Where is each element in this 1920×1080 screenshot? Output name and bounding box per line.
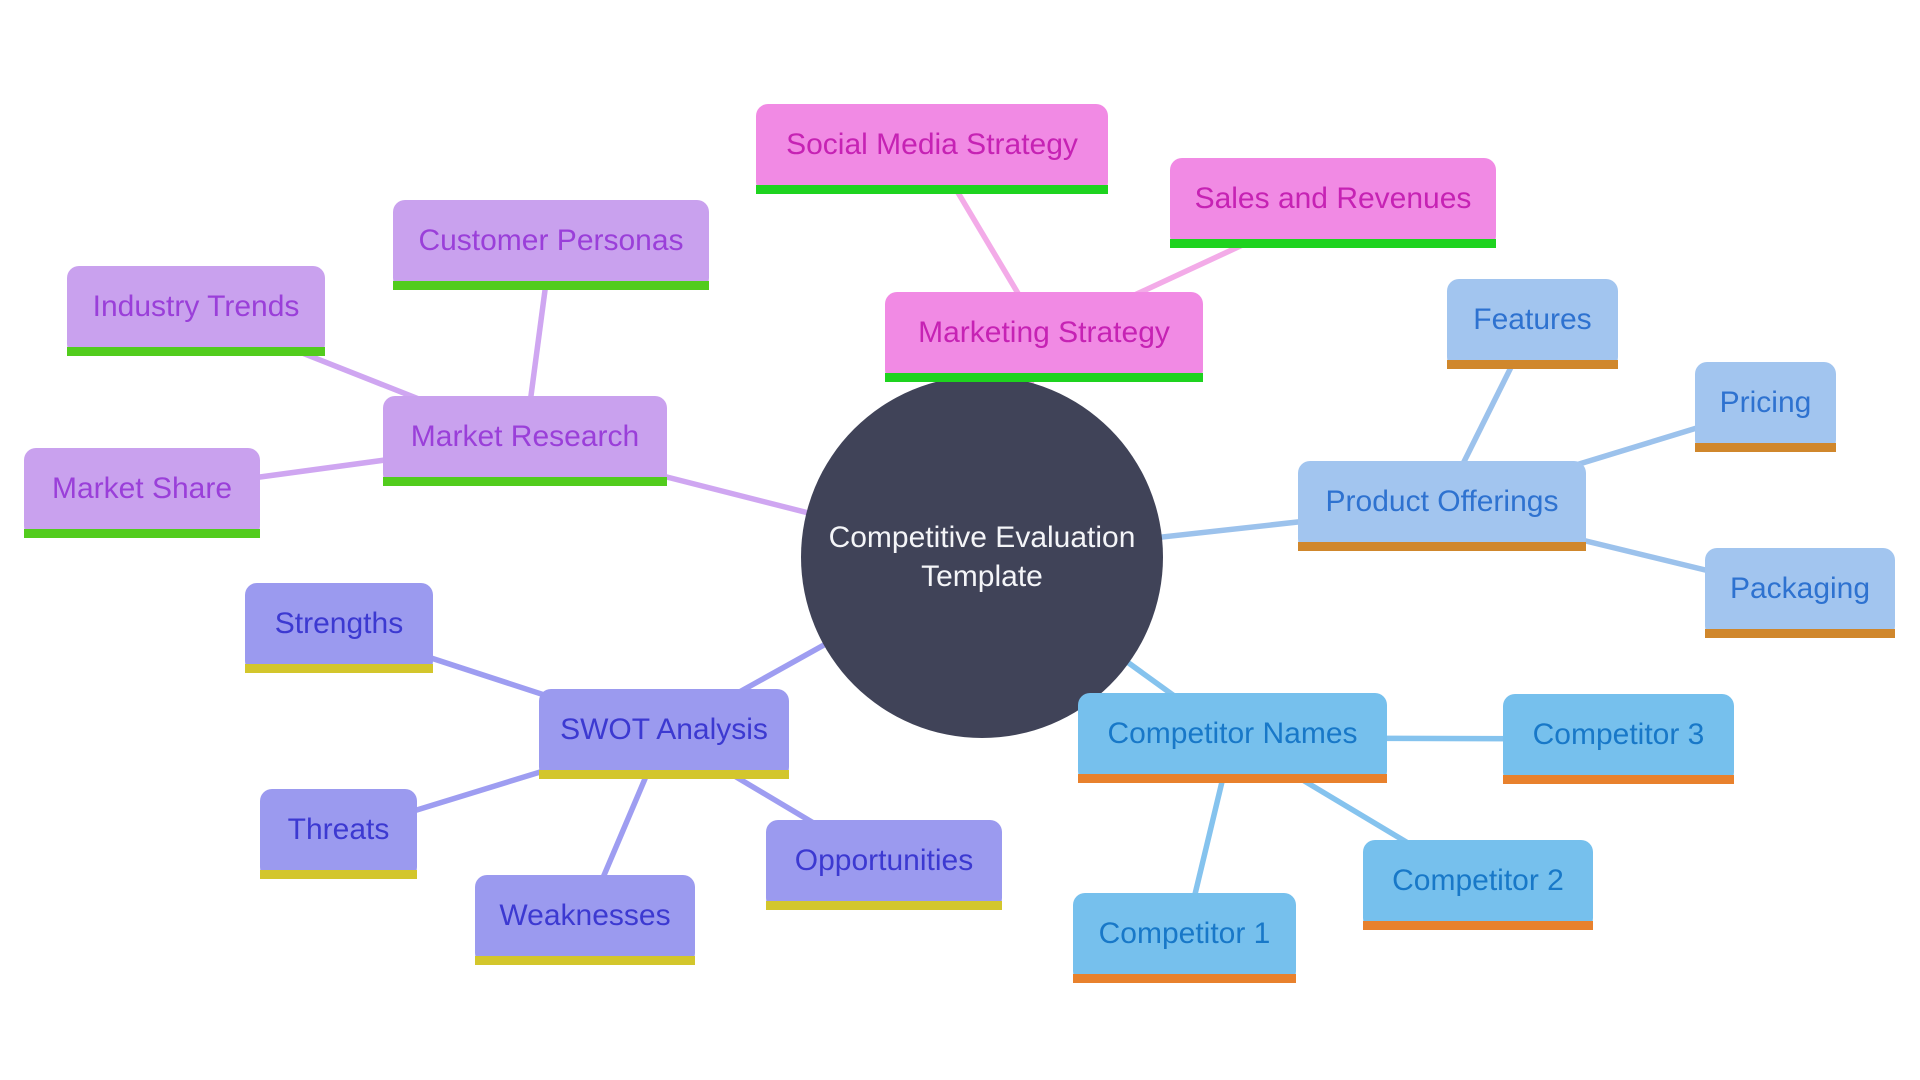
- node-label: Features: [1473, 302, 1592, 336]
- node-label: Competitor Names: [1107, 716, 1358, 750]
- node-underline: [766, 901, 1002, 910]
- center-node-label: Competitive Evaluation Template: [828, 521, 1136, 593]
- node-competitor-1[interactable]: Competitor 1: [1073, 893, 1296, 983]
- node-underline: [1447, 360, 1618, 369]
- node-customer-personas[interactable]: Customer Personas: [393, 200, 709, 290]
- node-underline: [756, 185, 1108, 194]
- node-underline: [24, 529, 260, 538]
- node-competitor-3[interactable]: Competitor 3: [1503, 694, 1734, 784]
- node-label: Competitor 2: [1392, 863, 1564, 897]
- node-competitor-2[interactable]: Competitor 2: [1363, 840, 1593, 930]
- node-packaging[interactable]: Packaging: [1705, 548, 1895, 638]
- node-marketing-strategy[interactable]: Marketing Strategy: [885, 292, 1203, 382]
- node-underline: [539, 770, 789, 779]
- node-underline: [1695, 443, 1836, 452]
- node-underline: [885, 373, 1203, 382]
- node-label: Product Offerings: [1325, 484, 1559, 518]
- node-market-share[interactable]: Market Share: [24, 448, 260, 538]
- node-market-research[interactable]: Market Research: [383, 396, 667, 486]
- node-underline: [1503, 775, 1734, 784]
- node-center-root[interactable]: Competitive Evaluation Template: [801, 376, 1163, 738]
- node-underline: [475, 956, 695, 965]
- node-underline: [1078, 774, 1387, 783]
- node-underline: [260, 870, 417, 879]
- node-underline: [67, 347, 325, 356]
- node-label: Industry Trends: [92, 289, 300, 323]
- node-industry-trends[interactable]: Industry Trends: [67, 266, 325, 356]
- node-label: Sales and Revenues: [1194, 181, 1472, 215]
- node-threats[interactable]: Threats: [260, 789, 417, 879]
- node-label: Market Share: [51, 471, 233, 505]
- node-weaknesses[interactable]: Weaknesses: [475, 875, 695, 965]
- node-underline: [1073, 974, 1296, 983]
- node-features[interactable]: Features: [1447, 279, 1618, 369]
- node-sales-and-revenues[interactable]: Sales and Revenues: [1170, 158, 1496, 248]
- node-label: Pricing: [1719, 385, 1812, 419]
- node-underline: [1705, 629, 1895, 638]
- node-strengths[interactable]: Strengths: [245, 583, 433, 673]
- node-pricing[interactable]: Pricing: [1695, 362, 1836, 452]
- node-underline: [245, 664, 433, 673]
- node-label: Market Research: [410, 419, 640, 453]
- node-opportunities[interactable]: Opportunities: [766, 820, 1002, 910]
- node-label: Competitor 3: [1532, 717, 1705, 751]
- node-underline: [393, 281, 709, 290]
- node-underline: [1170, 239, 1496, 248]
- node-underline: [1363, 921, 1593, 930]
- node-label: Weaknesses: [499, 898, 671, 932]
- node-label: Social Media Strategy: [786, 127, 1078, 161]
- node-product-offerings[interactable]: Product Offerings: [1298, 461, 1586, 551]
- node-label: Competitor 1: [1098, 916, 1271, 950]
- node-label: Opportunities: [794, 843, 974, 877]
- node-social-media-strategy[interactable]: Social Media Strategy: [756, 104, 1108, 194]
- node-label: Threats: [287, 812, 390, 846]
- node-underline: [383, 477, 667, 486]
- node-label: Customer Personas: [418, 223, 684, 257]
- node-label: SWOT Analysis: [560, 712, 768, 746]
- node-label: Strengths: [274, 606, 404, 640]
- node-label: Marketing Strategy: [918, 315, 1170, 349]
- node-swot-analysis[interactable]: SWOT Analysis: [539, 689, 789, 779]
- node-competitor-names[interactable]: Competitor Names: [1078, 693, 1387, 783]
- node-underline: [1298, 542, 1586, 551]
- node-label: Packaging: [1729, 571, 1871, 605]
